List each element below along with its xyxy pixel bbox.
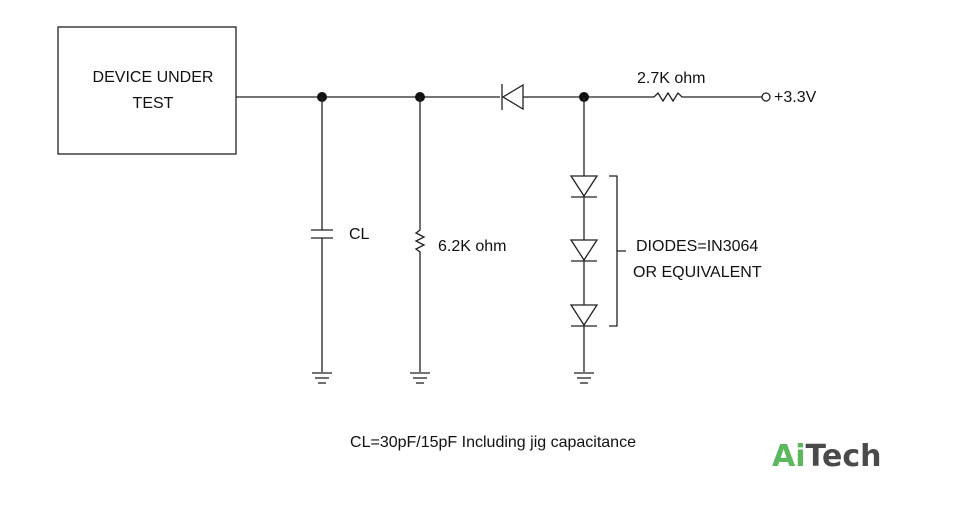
aitech-logo: AiTech (772, 439, 881, 474)
stack-diode-1 (569, 175, 599, 198)
resistor-6k2 (414, 97, 426, 372)
caption: CL=30pF/15pF Including jig capacitance (350, 434, 636, 451)
resistor-2k7-label: 2.7K ohm (637, 70, 705, 87)
ground-icon-resistor (410, 372, 430, 384)
stack-diode-3 (569, 304, 599, 327)
dut-label-line2: TEST (133, 95, 174, 112)
dut-box (57, 26, 237, 155)
supply-label: +3.3V (774, 89, 817, 106)
diodes-label-line2: OR EQUIVALENT (633, 264, 762, 281)
logo-part-ai: Ai (772, 439, 806, 474)
diodes-label-line1: DIODES=IN3064 (636, 238, 758, 255)
svg-text:AiTech: AiTech (772, 439, 881, 474)
dut-label-line1: DEVICE UNDER (93, 69, 214, 86)
ground-icon-diodes (574, 372, 594, 384)
resistor-2k7 (653, 91, 762, 103)
resistor-6k2-label: 6.2K ohm (438, 238, 506, 255)
stack-diode-2 (569, 239, 599, 262)
diode-bracket (609, 175, 626, 327)
logo-part-tech: Tech (806, 439, 882, 474)
capacitor-label: CL (349, 226, 370, 243)
series-diode (501, 83, 524, 111)
supply-terminal (761, 92, 771, 102)
ground-icon-cap (312, 372, 332, 384)
